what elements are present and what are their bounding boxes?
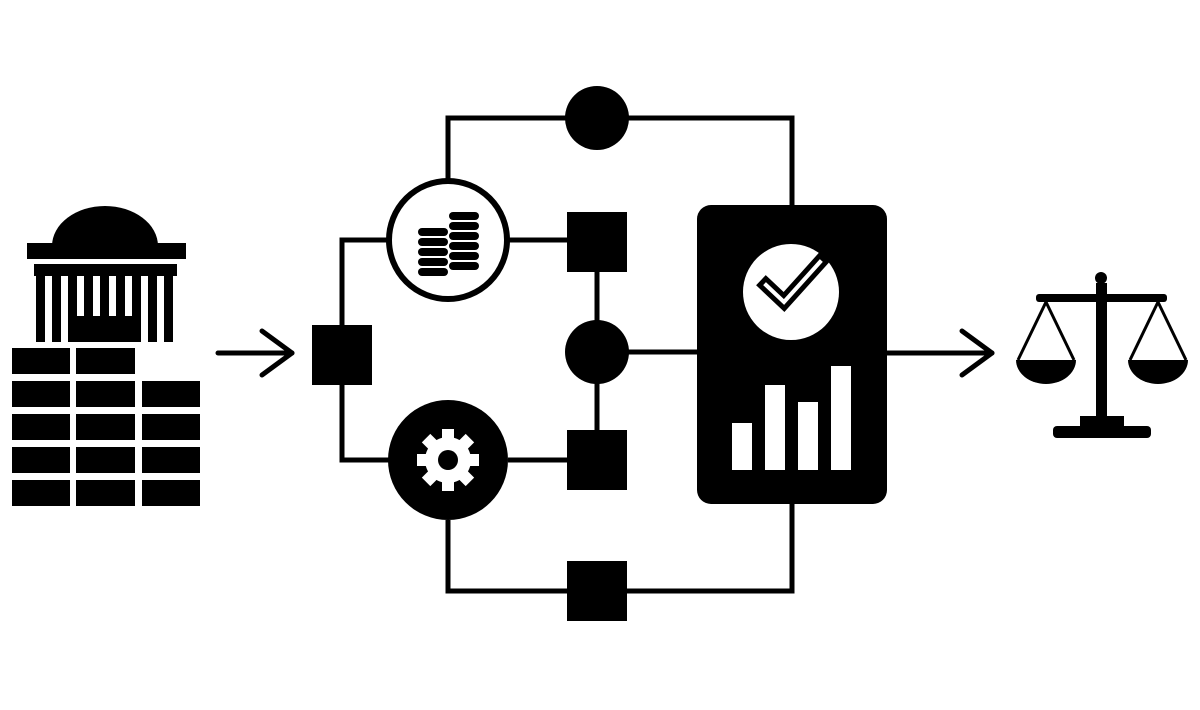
report-panel: [697, 205, 887, 504]
chart-bar: [798, 402, 818, 470]
chart-bar: [831, 366, 851, 470]
upper-square-node: [567, 212, 627, 272]
output-arrow-icon: [884, 328, 995, 378]
finance-node: [386, 178, 510, 302]
chart-bar: [765, 385, 785, 470]
checkmark-icon: [743, 244, 839, 340]
government-building-icon: [12, 206, 200, 506]
chart-bar: [732, 423, 752, 470]
operations-node: [388, 400, 508, 520]
bar-chart-icon: [732, 366, 851, 470]
lower-square-node: [567, 430, 627, 490]
hub-round-node: [565, 320, 629, 384]
gear-icon: [417, 429, 479, 491]
top-round-node: [565, 86, 629, 150]
input-arrow-icon: [215, 328, 295, 378]
coin-stacks-icon: [418, 212, 479, 276]
entry-square-node: [312, 325, 372, 385]
bottom-square-node: [567, 561, 627, 621]
scales-of-justice-icon: [1016, 272, 1188, 438]
